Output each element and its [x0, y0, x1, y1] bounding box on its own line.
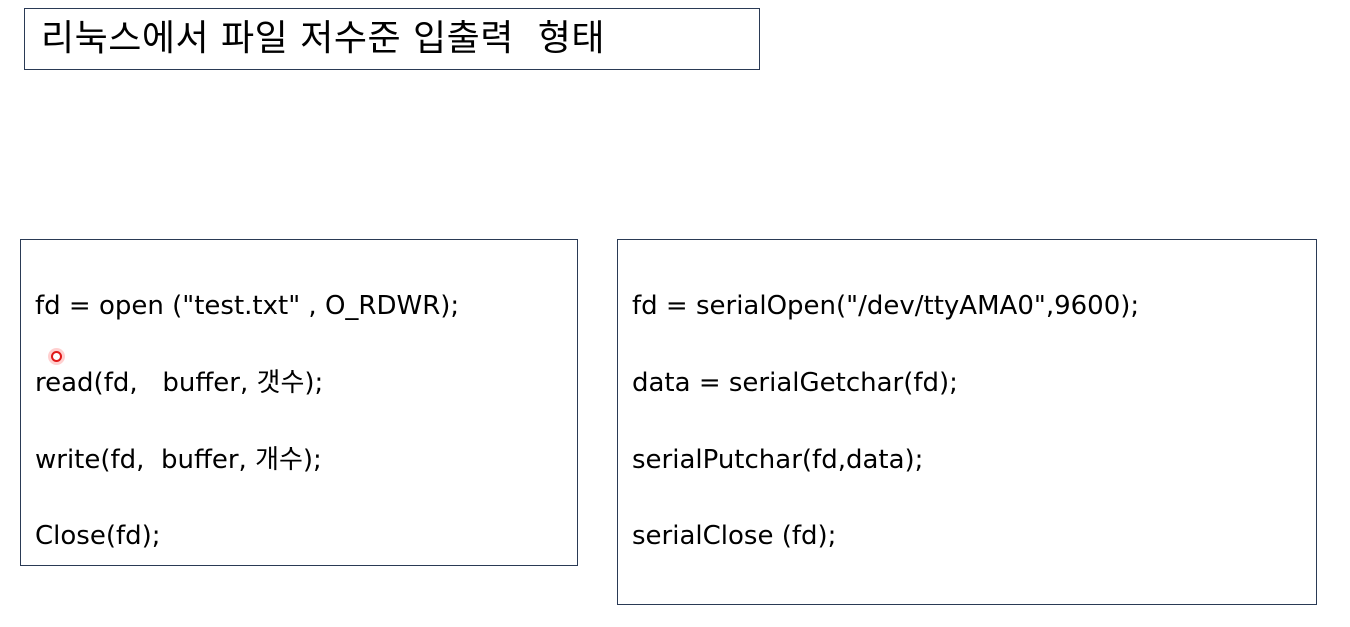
code-line-serial-close: serialClose (fd);: [632, 521, 837, 551]
code-line-write: write(fd, buffer, 개수);: [35, 445, 322, 475]
pointer-ring-icon: [51, 351, 62, 362]
mouse-pointer-highlight-icon: [48, 348, 65, 365]
code-line-serial-putchar: serialPutchar(fd,data);: [632, 445, 924, 475]
slide-title-box: 리눅스에서 파일 저수준 입출력 형태: [24, 8, 760, 70]
code-line-serial-getchar: data = serialGetchar(fd);: [632, 368, 958, 398]
serial-io-code-box: fd = serialOpen("/dev/ttyAMA0",9600); da…: [617, 239, 1317, 605]
code-line-open: fd = open ("test.txt" , O_RDWR);: [35, 291, 460, 321]
code-line-read: read(fd, buffer, 갯수);: [35, 368, 324, 398]
code-line-serial-open: fd = serialOpen("/dev/ttyAMA0",9600);: [632, 291, 1140, 321]
slide-title: 리눅스에서 파일 저수준 입출력 형태: [41, 18, 606, 59]
code-line-close: Close(fd);: [35, 521, 161, 551]
file-io-code-box: fd = open ("test.txt" , O_RDWR); read(fd…: [20, 239, 578, 566]
